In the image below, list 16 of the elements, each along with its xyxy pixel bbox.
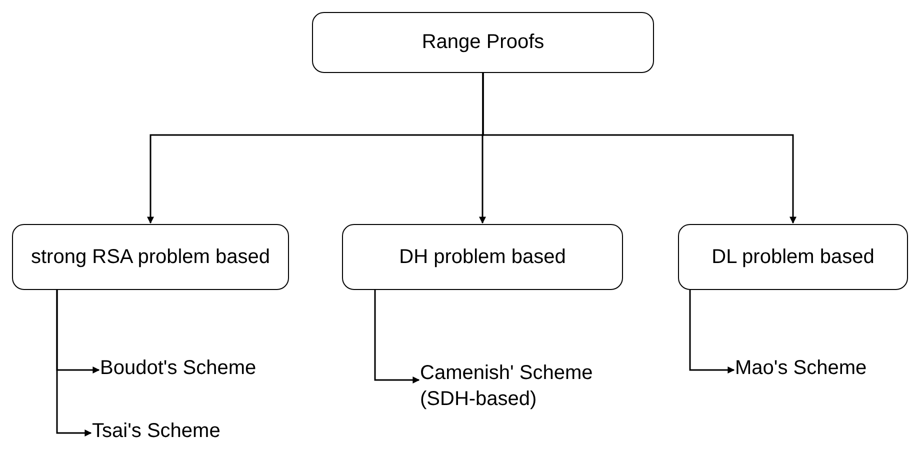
scheme-label: Mao's Scheme	[735, 355, 910, 381]
box-label: Range Proofs	[422, 30, 544, 55]
rounded-box	[312, 12, 654, 73]
scheme-label: Tsai's Scheme	[92, 418, 272, 444]
box-label: DH problem based	[399, 244, 566, 270]
scheme-label: Boudot's Scheme	[100, 355, 310, 381]
rounded-box	[678, 224, 908, 290]
connector-arrow	[56, 290, 92, 436]
box-label: DL problem based	[712, 244, 874, 270]
scheme-label: Camenish' Scheme (SDH-based)	[420, 360, 610, 412]
box-label: strong RSA problem based	[30, 244, 270, 270]
rounded-box	[342, 224, 623, 290]
rounded-box	[12, 224, 289, 290]
connector-arrow	[374, 290, 420, 384]
connector-arrow	[482, 73, 796, 224]
connector-arrow	[689, 290, 735, 374]
